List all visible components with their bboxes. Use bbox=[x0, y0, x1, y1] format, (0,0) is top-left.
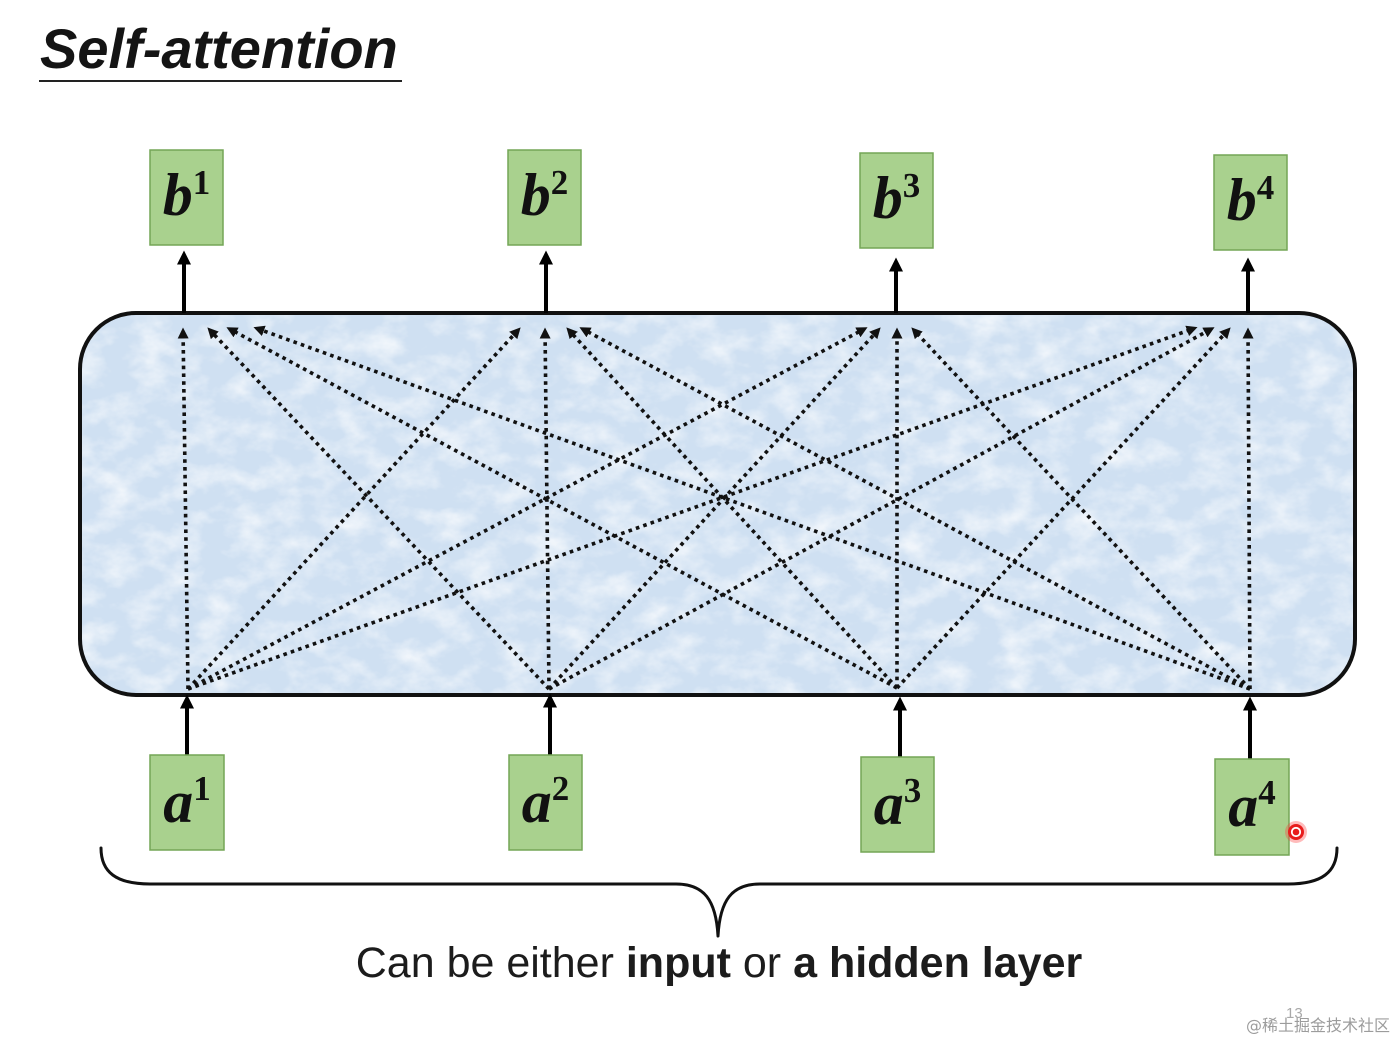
output-node-b3: b3 bbox=[859, 152, 934, 249]
input-node-a2: a2 bbox=[508, 754, 583, 851]
attention-link-a1-to-b4 bbox=[187, 325, 1198, 691]
output-nodes: b1 b2 b3 b4 bbox=[149, 149, 1288, 251]
attention-link-a2-to-b1 bbox=[207, 327, 551, 691]
node-label: b3 bbox=[873, 165, 921, 231]
node-label-superscript: 3 bbox=[903, 166, 921, 205]
attention-links bbox=[177, 325, 1254, 691]
node-label: a4 bbox=[1228, 773, 1276, 839]
node-label-base: a bbox=[522, 769, 552, 835]
brace-caption: Can be either input or a hidden layer bbox=[319, 942, 1119, 985]
node-label-superscript: 2 bbox=[551, 163, 569, 202]
node-label-base: a bbox=[874, 771, 904, 837]
node-box bbox=[1213, 154, 1288, 251]
laser-pointer-icon bbox=[1285, 821, 1307, 843]
node-box bbox=[149, 149, 224, 246]
self-attention-layer bbox=[78, 311, 1357, 697]
solid-arrows bbox=[177, 250, 1257, 759]
attention-link-a3-to-b4 bbox=[895, 327, 1231, 690]
page-number: 13 bbox=[1286, 1005, 1303, 1022]
node-label-superscript: 3 bbox=[904, 771, 922, 810]
node-label-superscript: 2 bbox=[552, 769, 570, 808]
node-label-base: a bbox=[1228, 773, 1258, 839]
node-label: b4 bbox=[1227, 167, 1275, 233]
attention-link-a4-to-b2 bbox=[579, 327, 1251, 691]
caption-text: Can be either bbox=[355, 939, 626, 987]
node-label-base: b bbox=[1227, 167, 1257, 233]
attention-link-a3-to-b2 bbox=[566, 327, 899, 690]
node-box bbox=[149, 754, 225, 851]
node-box bbox=[508, 754, 583, 851]
title-underline bbox=[39, 80, 402, 82]
slide-title: Self-attention bbox=[40, 17, 398, 80]
output-node-b4: b4 bbox=[1213, 154, 1288, 251]
input-node-a1: a1 bbox=[149, 754, 225, 851]
node-label-superscript: 1 bbox=[193, 769, 211, 808]
output-node-b1: b1 bbox=[149, 149, 224, 246]
node-label: b1 bbox=[163, 162, 211, 228]
node-label: b2 bbox=[521, 162, 569, 228]
node-box bbox=[859, 152, 934, 249]
input-brace bbox=[99, 846, 1339, 938]
node-label-superscript: 1 bbox=[193, 163, 211, 202]
input-node-a4: a4 bbox=[1214, 758, 1290, 856]
input-nodes: a1 a2 a3 a4 bbox=[149, 754, 1290, 856]
input-node-a3: a3 bbox=[860, 756, 935, 853]
output-node-b2: b2 bbox=[507, 149, 582, 246]
node-label: a3 bbox=[874, 771, 922, 837]
attention-link-a4-to-b1 bbox=[253, 325, 1251, 691]
attention-link-a1-to-b3 bbox=[187, 327, 868, 691]
caption-emphasis-hidden-layer: a hidden layer bbox=[793, 939, 1083, 987]
layer-border bbox=[78, 311, 1357, 697]
node-box bbox=[507, 149, 582, 246]
attention-link-a4-to-b3 bbox=[911, 327, 1252, 691]
node-label: a1 bbox=[163, 769, 211, 835]
node-label-base: a bbox=[163, 769, 193, 835]
node-box bbox=[1214, 758, 1290, 856]
node-label-superscript: 4 bbox=[1257, 168, 1275, 207]
attention-link-a1-to-b2 bbox=[186, 327, 521, 691]
attention-link-a3-to-b1 bbox=[226, 327, 898, 690]
node-box bbox=[860, 756, 935, 853]
node-label-superscript: 4 bbox=[1258, 773, 1276, 812]
caption-emphasis-input: input bbox=[625, 939, 731, 987]
node-label-base: b bbox=[521, 162, 551, 228]
node-label-base: b bbox=[873, 165, 903, 231]
node-label: a2 bbox=[522, 769, 570, 835]
caption-text: or bbox=[730, 939, 794, 987]
attention-link-a2-to-b3 bbox=[547, 327, 881, 691]
node-label-base: b bbox=[163, 162, 193, 228]
watermark: @稀土掘金技术社区 bbox=[1245, 1016, 1390, 1035]
